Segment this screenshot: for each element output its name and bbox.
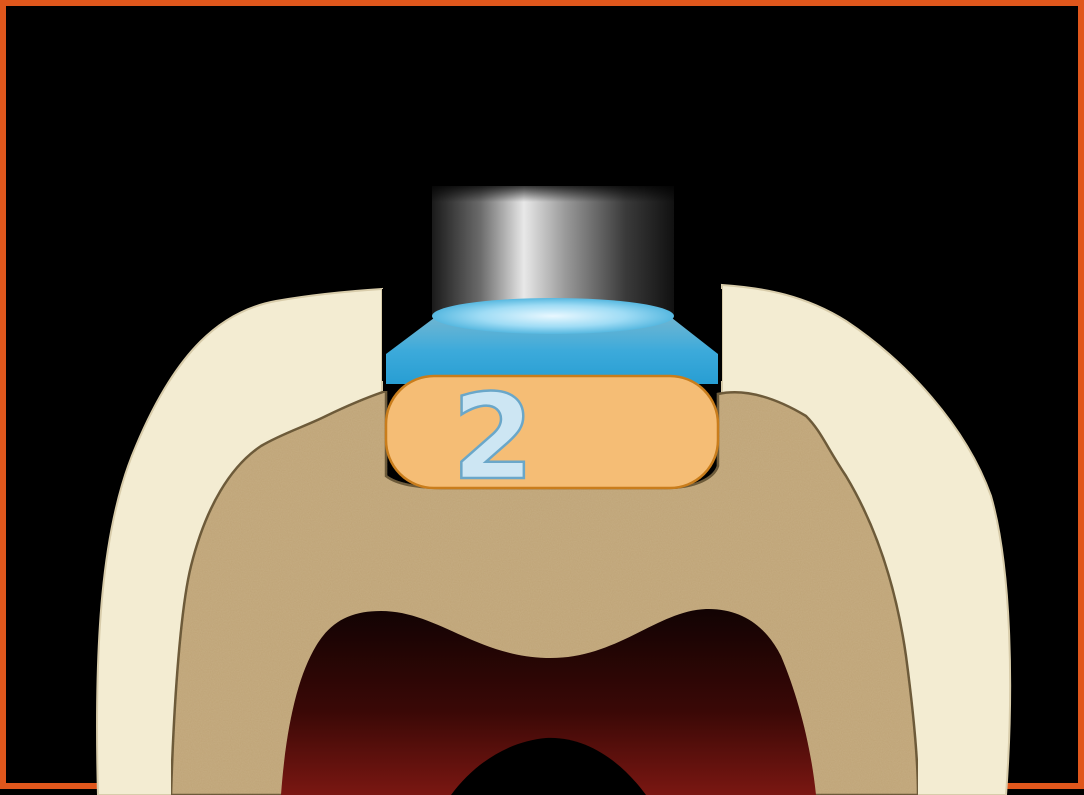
tooth-restoration-diagram: 2 <box>6 6 1084 795</box>
composite-layer <box>386 376 718 488</box>
layer-number: 2 <box>452 368 534 506</box>
curing-light-top-fade <box>426 181 680 241</box>
curing-light-lens <box>432 298 674 334</box>
